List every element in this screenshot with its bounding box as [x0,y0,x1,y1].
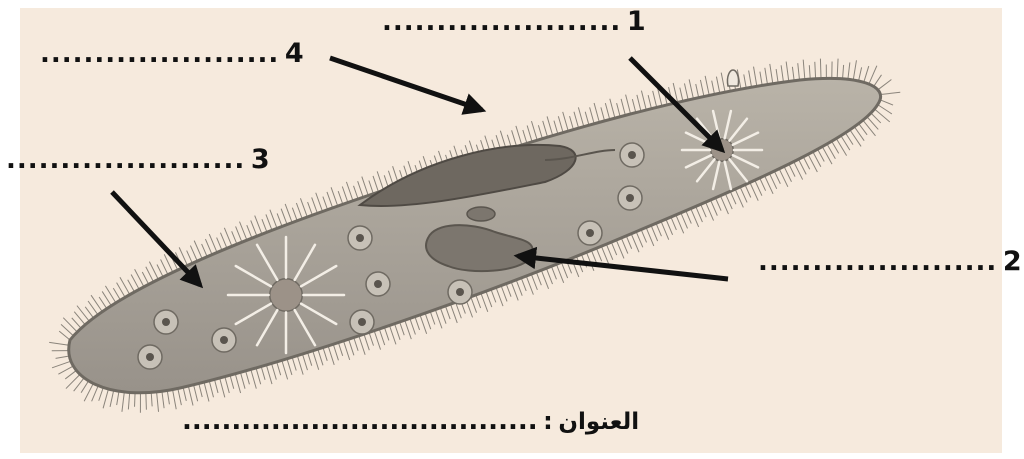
caption-colon: : [543,407,553,435]
label-3-number: 3 [251,144,270,175]
arrow-3 [112,192,200,285]
label-4-blank: ...................... [40,39,279,69]
label-1-blank: ...................... [382,7,621,37]
label-3: ...................... 3 [6,144,270,175]
label-2-number: 2 [1003,246,1022,277]
label-4: ...................... 4 [40,38,304,69]
label-4-number: 4 [285,38,304,69]
label-1-number: 1 [627,6,646,37]
caption-title-word: العنوان [558,409,639,435]
label-3-blank: ...................... [6,145,245,175]
caption: .................................... : ا… [182,406,639,436]
arrow-4 [330,58,482,110]
anal-pore [727,70,738,86]
label-2: ...................... 2 [758,246,1022,277]
label-1: ...................... 1 [382,6,646,37]
label-2-blank: ...................... [758,247,997,277]
micronucleus [467,207,495,221]
caption-blank: .................................... [182,406,538,436]
